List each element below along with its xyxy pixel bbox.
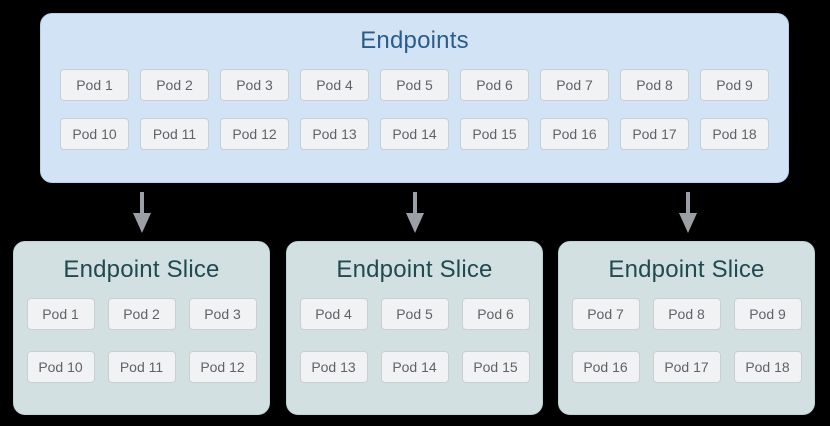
pod-chip: Pod 16 <box>571 351 640 383</box>
endpoints-title: Endpoints <box>360 27 469 54</box>
arrow-head <box>133 213 151 233</box>
pod-chip: Pod 18 <box>700 118 769 150</box>
pod-chip: Pod 4 <box>300 69 369 101</box>
pod-chip: Pod 1 <box>60 69 129 101</box>
pod-chip: Pod 5 <box>380 298 449 330</box>
slice1-pod-row-2: Pod 10 Pod 11 Pod 12 <box>14 351 269 383</box>
pod-chip: Pod 3 <box>188 298 257 330</box>
endpoint-slice-box-2: Endpoint Slice Pod 4 Pod 5 Pod 6 Pod 13 … <box>286 241 543 415</box>
pod-chip: Pod 15 <box>461 351 530 383</box>
endpoints-pod-row-1: Pod 1 Pod 2 Pod 3 Pod 4 Pod 5 Pod 6 Pod … <box>41 69 788 101</box>
endpoint-slice-box-3: Endpoint Slice Pod 7 Pod 8 Pod 9 Pod 16 … <box>558 241 815 415</box>
arrow-stem <box>686 192 690 213</box>
pod-chip: Pod 7 <box>540 69 609 101</box>
pod-chip: Pod 16 <box>540 118 609 150</box>
endpoint-slice-title: Endpoint Slice <box>63 256 220 283</box>
pod-chip: Pod 2 <box>140 69 209 101</box>
pod-chip: Pod 15 <box>460 118 529 150</box>
arrow-stem <box>413 192 417 213</box>
pod-chip: Pod 9 <box>733 298 802 330</box>
pod-chip: Pod 17 <box>620 118 689 150</box>
arrow-head <box>406 213 424 233</box>
down-arrow-icon <box>406 192 424 233</box>
endpoint-slice-box-1: Endpoint Slice Pod 1 Pod 2 Pod 3 Pod 10 … <box>13 241 270 415</box>
pod-chip: Pod 10 <box>26 351 95 383</box>
pod-chip: Pod 17 <box>652 351 721 383</box>
down-arrow-icon <box>133 192 151 233</box>
endpoints-pod-row-2: Pod 10 Pod 11 Pod 12 Pod 13 Pod 14 Pod 1… <box>41 118 788 150</box>
pod-chip: Pod 8 <box>652 298 721 330</box>
pod-chip: Pod 8 <box>620 69 689 101</box>
arrow-head <box>679 213 697 233</box>
pod-chip: Pod 1 <box>26 298 95 330</box>
pod-chip: Pod 2 <box>107 298 176 330</box>
pod-chip: Pod 5 <box>380 69 449 101</box>
pod-chip: Pod 4 <box>299 298 368 330</box>
endpoints-box: Endpoints Pod 1 Pod 2 Pod 3 Pod 4 Pod 5 … <box>40 13 789 183</box>
pod-chip: Pod 11 <box>107 351 176 383</box>
slice3-pod-row-1: Pod 7 Pod 8 Pod 9 <box>559 298 814 330</box>
pod-chip: Pod 12 <box>188 351 257 383</box>
pod-chip: Pod 7 <box>571 298 640 330</box>
endpoint-slice-title: Endpoint Slice <box>336 256 493 283</box>
pod-chip: Pod 6 <box>461 298 530 330</box>
pod-chip: Pod 10 <box>60 118 129 150</box>
pod-chip: Pod 14 <box>380 118 449 150</box>
pod-chip: Pod 13 <box>300 118 369 150</box>
slice2-pod-row-1: Pod 4 Pod 5 Pod 6 <box>287 298 542 330</box>
arrow-stem <box>140 192 144 213</box>
pod-chip: Pod 18 <box>733 351 802 383</box>
slice1-pod-row-1: Pod 1 Pod 2 Pod 3 <box>14 298 269 330</box>
pod-chip: Pod 3 <box>220 69 289 101</box>
pod-chip: Pod 14 <box>380 351 449 383</box>
slice3-pod-row-2: Pod 16 Pod 17 Pod 18 <box>559 351 814 383</box>
pod-chip: Pod 9 <box>700 69 769 101</box>
slice2-pod-row-2: Pod 13 Pod 14 Pod 15 <box>287 351 542 383</box>
pod-chip: Pod 13 <box>299 351 368 383</box>
pod-chip: Pod 12 <box>220 118 289 150</box>
pod-chip: Pod 11 <box>140 118 209 150</box>
down-arrow-icon <box>679 192 697 233</box>
pod-chip: Pod 6 <box>460 69 529 101</box>
endpoint-slice-title: Endpoint Slice <box>608 256 765 283</box>
